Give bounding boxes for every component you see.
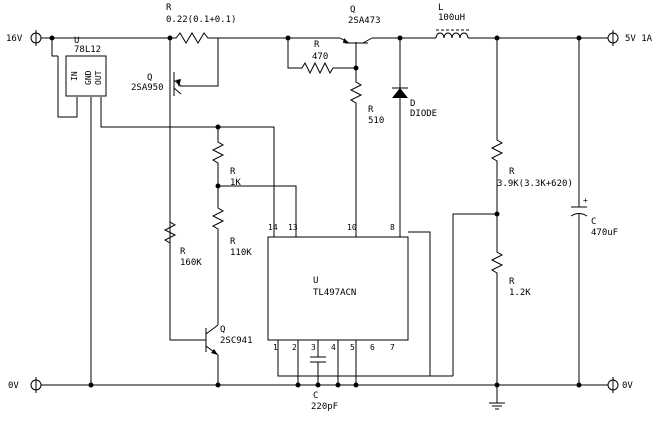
- transistor-2sa473: Q 2SA473: [339, 5, 381, 60]
- ic-pin-8: 8: [390, 223, 395, 232]
- resistor-1k-value: 1K: [230, 178, 241, 188]
- terminal-16v-label: 16V: [6, 34, 23, 44]
- wires-ground-rail: [41, 384, 608, 403]
- resistor-160k-ref: R: [180, 247, 186, 257]
- regulator-78l12: U 78L12 IN GND OUT: [65, 36, 107, 97]
- wire-regulator-out: [100, 97, 219, 138]
- ic-pin-7: 7: [390, 343, 395, 352]
- regulator-value: 78L12: [74, 45, 101, 55]
- resistor-470-ref: R: [314, 40, 320, 50]
- terminal-0v-right-label: 0V: [622, 381, 633, 391]
- terminal-16v: [30, 30, 42, 46]
- terminal-0v-left: [30, 377, 42, 393]
- resistor-3-9k-ref: R: [509, 167, 515, 177]
- transistor-2sa950-value: 2SA950: [131, 83, 164, 93]
- ic-pin-1: 1: [273, 343, 278, 352]
- resistor-1k: R 1K: [211, 138, 241, 188]
- terminal-0v-right: [607, 377, 619, 393]
- inductor-ref: L: [438, 3, 443, 13]
- resistor-160k: R 160K: [163, 210, 206, 341]
- terminal-5v-label: 5V 1A: [625, 34, 653, 44]
- capacitor-470uf-polarity: +: [583, 196, 588, 205]
- wire-pin14: [218, 126, 275, 232]
- transistor-2sa950: Q 2SA950: [131, 38, 182, 340]
- transistor-2sc941-value: 2SC941: [220, 336, 253, 346]
- capacitor-220pf-ref: C: [313, 391, 318, 401]
- resistor-3-9k: R 3.9K(3.3K+620): [490, 38, 573, 214]
- ic-pin-2: 2: [292, 343, 297, 352]
- wires-top-rail: [41, 37, 608, 118]
- ic-pin-4: 4: [331, 343, 336, 352]
- transistor-2sc941: Q 2SC941: [205, 324, 253, 385]
- capacitor-220pf: C 220pF: [310, 350, 338, 412]
- ic-ref: U: [313, 276, 318, 286]
- inductor-100uh: L 100uH: [435, 3, 470, 39]
- ic-value: TL497ACN: [313, 288, 356, 298]
- regulator-ref: U: [74, 36, 79, 46]
- wire-sense-right: [180, 38, 219, 87]
- resistor-160k-value: 160K: [180, 258, 202, 268]
- resistor-0-22: R 0.22(0.1+0.1): [166, 3, 236, 44]
- wire-pin13: [218, 185, 297, 232]
- ic-pin-10: 10: [347, 223, 357, 232]
- ic-pin-6: 6: [370, 343, 375, 352]
- transistor-2sa473-ref: Q: [350, 5, 355, 15]
- capacitor-470uf-value: 470uF: [591, 228, 618, 238]
- capacitor-470uf-ref: C: [591, 217, 596, 227]
- regulator-pin-in: IN: [70, 71, 79, 81]
- transistor-2sa950-ref: Q: [147, 73, 152, 83]
- resistor-110k-ref: R: [230, 237, 236, 247]
- diode: D DIODE: [392, 38, 437, 232]
- ic-pin-3: 3: [311, 343, 316, 352]
- regulator-pin-out: OUT: [94, 70, 103, 85]
- junction-dots: [49, 35, 582, 388]
- resistor-470: R 470: [287, 38, 356, 75]
- resistor-510-value: 510: [368, 116, 384, 126]
- regulator-pin-gnd: GND: [84, 70, 93, 85]
- resistor-110k: R 110K: [211, 186, 252, 325]
- resistor-1-2k-ref: R: [509, 277, 515, 287]
- resistor-510: R 510: [349, 60, 384, 232]
- terminal-0v-left-label: 0V: [8, 381, 19, 391]
- resistor-470-value: 470: [312, 52, 328, 62]
- diode-value: DIODE: [410, 109, 437, 119]
- resistor-1-2k-value: 1.2K: [509, 288, 531, 298]
- resistor-110k-value: 110K: [230, 248, 252, 258]
- wires-ic-bottom: [277, 213, 497, 385]
- resistor-3-9k-value: 3.9K(3.3K+620): [497, 179, 573, 189]
- ic-pin-13: 13: [288, 223, 298, 232]
- ground-symbol: [489, 402, 505, 410]
- resistor-1-2k: R 1.2K: [490, 214, 531, 385]
- ic-pin-14: 14: [268, 223, 278, 232]
- ic-tl497acn: U TL497ACN 14 13 10 8 1 2 3 4 5 6 7: [267, 223, 409, 352]
- capacitor-470uf: + C 470uF: [570, 38, 618, 385]
- terminal-5v: [607, 30, 619, 46]
- inductor-value: 100uH: [438, 13, 465, 23]
- resistor-510-ref: R: [368, 105, 374, 115]
- resistor-1k-ref: R: [230, 167, 236, 177]
- resistor-0-22-ref: R: [166, 3, 172, 13]
- capacitor-220pf-value: 220pF: [311, 402, 338, 412]
- transistor-2sa473-value: 2SA473: [348, 16, 381, 26]
- transistor-2sc941-ref: Q: [220, 325, 225, 335]
- resistor-0-22-value: 0.22(0.1+0.1): [166, 15, 236, 25]
- ic-pin-5: 5: [350, 343, 355, 352]
- diode-ref: D: [410, 99, 415, 109]
